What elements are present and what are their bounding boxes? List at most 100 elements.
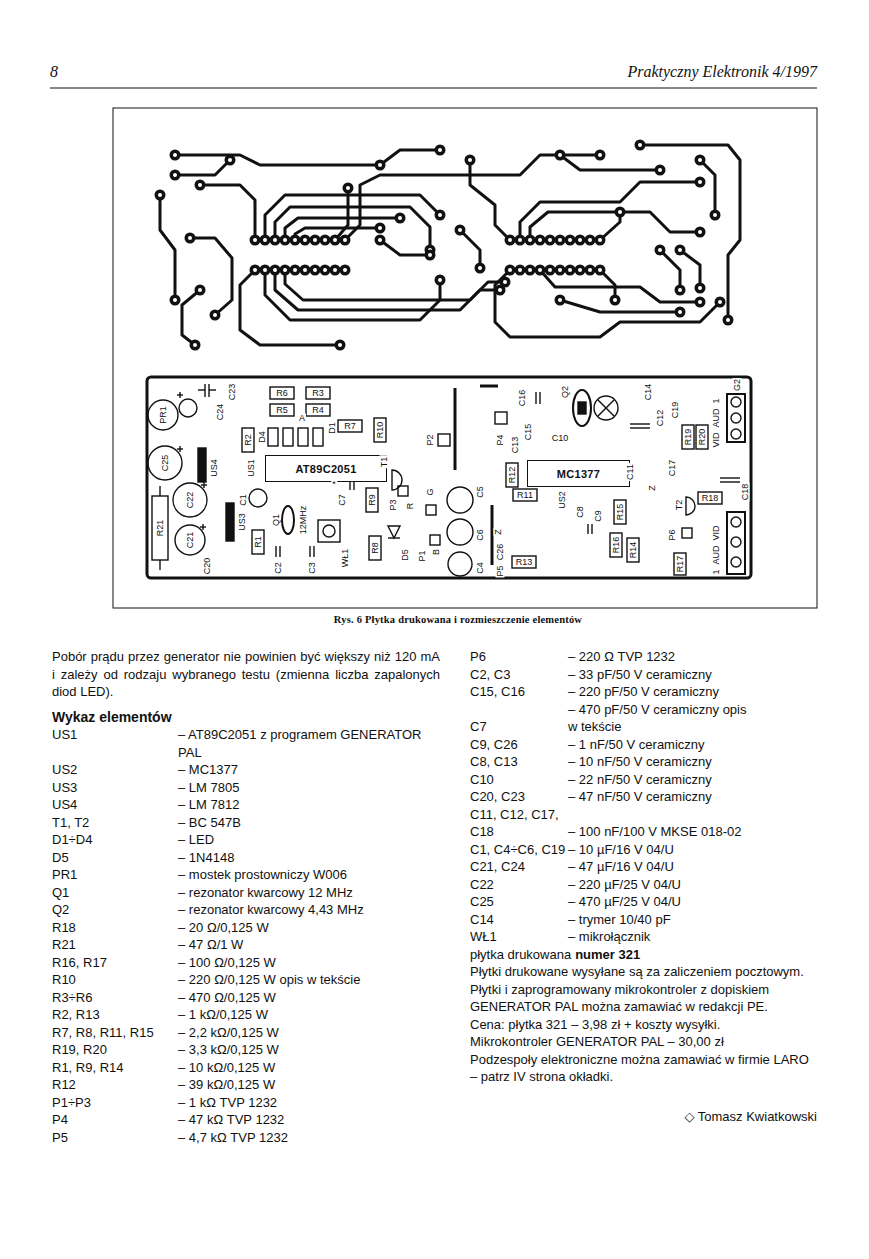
- solder-pad: [185, 233, 196, 244]
- pcb-line: [201, 484, 207, 485]
- pcb-line: [313, 546, 314, 557]
- pcb-rect: [318, 520, 340, 542]
- solder-pad: [270, 265, 281, 276]
- solder-pad: [505, 265, 516, 276]
- solder-pad: [558, 238, 562, 242]
- copper-trace: [335, 188, 348, 240]
- solder-pad: [455, 225, 466, 236]
- solder-pad: [273, 268, 277, 272]
- silkscreen-label: Z: [494, 528, 503, 536]
- silkscreen-label: C11: [626, 463, 635, 481]
- part-designator: C2, C3: [470, 666, 568, 684]
- pcb-rect: [198, 448, 206, 482]
- pcb-line: [535, 392, 536, 404]
- part-designator: P5: [52, 1129, 178, 1147]
- part-value: – 1 kΩ/0,125 W: [178, 1006, 440, 1024]
- solder-pad: [253, 268, 257, 272]
- pcb-circle: [731, 397, 741, 407]
- solder-pad: [638, 143, 642, 147]
- pcb-circle: [731, 557, 741, 567]
- solder-pad: [170, 295, 181, 306]
- solder-pad: [293, 238, 297, 242]
- part-designator: P1÷P3: [52, 1094, 178, 1112]
- part-value: – 39 kΩ/0,125 W: [178, 1076, 440, 1094]
- pcb-circle: [148, 446, 182, 480]
- solder-pad: [658, 168, 662, 172]
- part-designator: C9, C26: [470, 736, 568, 754]
- parts-row: US2– MC1377: [52, 761, 440, 779]
- copper-trace: [380, 240, 430, 255]
- silkscreen-label: C18: [741, 483, 750, 502]
- page-number: 8: [50, 63, 58, 81]
- silkscreen-label: C13: [511, 436, 520, 455]
- section-heading: Wykaz elementów: [52, 709, 440, 727]
- solder-pad: [545, 235, 556, 246]
- author-name: ◇ Tomasz Kwiatkowski: [470, 1108, 817, 1126]
- part-value: – 47 nF/50 V ceramiczny: [568, 788, 753, 806]
- part-designator: C7: [470, 718, 568, 736]
- part-value: – 470 Ω/0,125 W: [178, 989, 440, 1007]
- solder-pad: [618, 210, 622, 214]
- solder-pad: [565, 265, 576, 276]
- copper-trace: [175, 160, 230, 175]
- solder-pad: [173, 153, 177, 157]
- silkscreen-label: C25: [161, 454, 170, 473]
- pcb-rect: [682, 425, 694, 449]
- part-value: – mostek prostowniczy W006: [178, 866, 440, 884]
- pcb-circle: [173, 483, 207, 517]
- solder-pad: [343, 268, 347, 272]
- pcb-rect: [147, 377, 751, 578]
- part-value: – 220 pF/50 V ceramiczny: [568, 683, 753, 701]
- pcb-circle: [731, 517, 741, 527]
- solder-pad: [655, 245, 666, 256]
- silkscreen-label: US3: [238, 512, 247, 532]
- solder-pad: [225, 155, 236, 166]
- part-designator: C14: [470, 911, 568, 929]
- solder-pad: [293, 268, 297, 272]
- copper-trace: [470, 160, 510, 240]
- parts-row: US3– LM 7805: [52, 779, 440, 797]
- part-value: – 470 µF/25 V 04/U: [568, 893, 753, 911]
- ic-body: MC1377: [527, 460, 630, 487]
- parts-row: C14– trymer 10/40 pF: [470, 911, 817, 929]
- pcb-rect: [298, 428, 308, 446]
- solder-pad: [698, 286, 702, 290]
- solder-pad: [695, 227, 706, 238]
- part-value: – trymer 10/40 pF: [568, 911, 753, 929]
- note-paragraph: Płytki i zaprogramowany mikrokontroler z…: [470, 981, 817, 1016]
- silkscreen-label: B: [432, 548, 441, 556]
- note-paragraph: Mikrokontroler GENERATOR PAL – 30,00 zł: [470, 1033, 817, 1051]
- solder-pad: [503, 280, 507, 284]
- pcb-line: [591, 524, 592, 534]
- part-value: – 1N4148: [178, 849, 440, 867]
- pcb-line: [349, 482, 350, 490]
- pcb-circle: [179, 399, 197, 417]
- solder-pad: [538, 268, 542, 272]
- silkscreen-label: Q2: [561, 385, 570, 399]
- silkscreen-label: C2: [274, 561, 283, 575]
- solder-pad: [155, 190, 166, 201]
- part-designator: R18: [52, 919, 178, 937]
- silkscreen-label: WŁ1: [341, 548, 350, 569]
- parts-row: Q1– rezonator kwarcowy 12 MHz: [52, 884, 440, 902]
- silkscreen-label: C14: [644, 383, 653, 402]
- pcb-g: [160, 145, 740, 345]
- parts-row: C7– 470 pF/50 V ceramiczny opis w tekści…: [470, 701, 817, 736]
- solder-pad: [398, 216, 402, 220]
- solder-pad: [280, 265, 291, 276]
- silkscreen-label: R2: [244, 433, 253, 447]
- solder-pad: [290, 265, 301, 276]
- note-text: płytka drukowana: [470, 947, 571, 962]
- solder-pad: [330, 235, 341, 246]
- silkscreen-label: AUD: [712, 407, 721, 428]
- solder-pad: [548, 268, 552, 272]
- solder-pad: [158, 193, 162, 197]
- solder-pad: [515, 235, 526, 246]
- part-value: – 1 nF/50 V ceramiczny: [568, 736, 753, 754]
- part-designator: R10: [52, 971, 178, 989]
- parts-row: R7, R8, R11, R15– 2,2 kΩ/0,125 W: [52, 1024, 440, 1042]
- running-header: Praktyczny Elektronik 4/1997: [627, 63, 817, 81]
- part-value: – MC1377: [178, 761, 440, 779]
- solder-pad: [333, 268, 337, 272]
- solder-pad: [525, 235, 536, 246]
